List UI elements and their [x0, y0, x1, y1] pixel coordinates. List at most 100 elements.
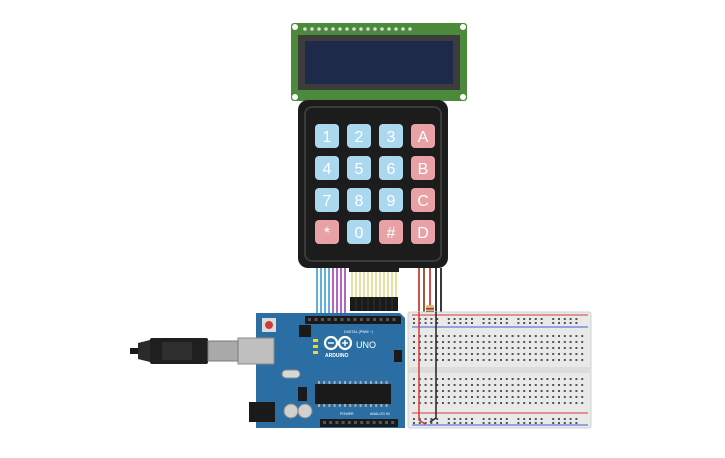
lcd-mount-hole	[460, 94, 466, 100]
chip-leg	[354, 404, 357, 407]
keypad-key-face[interactable]	[379, 156, 403, 180]
analog-pin[interactable]	[391, 421, 395, 424]
chip-leg	[338, 381, 341, 384]
capacitor	[283, 403, 299, 419]
lcd-pin[interactable]	[324, 27, 328, 31]
lcd-pin[interactable]	[394, 27, 398, 31]
chip-leg	[318, 381, 320, 384]
analog-pin[interactable]	[360, 421, 364, 424]
power-analog-header[interactable]	[320, 419, 398, 427]
digital-pin[interactable]	[386, 318, 389, 321]
digital-pin[interactable]	[327, 318, 331, 321]
arduino-logo-icon	[323, 335, 353, 351]
lcd-pin[interactable]	[310, 27, 314, 31]
keypad-key-face[interactable]	[411, 124, 435, 148]
lcd-pin[interactable]	[331, 27, 335, 31]
chip-leg	[359, 404, 362, 407]
analog-pin[interactable]	[329, 421, 333, 424]
wire-bundle[interactable]	[316, 268, 442, 319]
lcd-display[interactable]	[291, 23, 467, 101]
keypad-key-face[interactable]	[347, 220, 371, 244]
usb-plug-metal	[207, 340, 239, 362]
digital-pin[interactable]	[347, 318, 350, 321]
analog-pin[interactable]	[354, 421, 357, 424]
lcd-pin[interactable]	[401, 27, 405, 31]
lcd-pin[interactable]	[366, 27, 370, 31]
arduino-uno-board[interactable]: ARDUINO UNO DIGITAL (PWM ~) POWER ANALOG…	[237, 313, 405, 428]
reset-button-cap[interactable]	[265, 321, 273, 329]
keypad-key-label: A	[418, 129, 429, 146]
lcd-pin-header[interactable]	[303, 27, 412, 31]
digital-pin[interactable]	[392, 318, 396, 321]
keypad-key-face[interactable]	[347, 156, 371, 180]
keypad-key-face[interactable]	[315, 124, 339, 148]
keypad-key-D[interactable]: D	[411, 220, 435, 244]
keypad-key-A[interactable]: A	[411, 124, 435, 148]
digital-pin[interactable]	[373, 318, 376, 321]
lcd-pin[interactable]	[387, 27, 391, 31]
analog-pin[interactable]	[323, 421, 326, 424]
digital-header[interactable]	[305, 316, 401, 324]
digital-pin[interactable]	[334, 318, 337, 321]
lcd-pin[interactable]	[317, 27, 321, 31]
keypad-key-2[interactable]: 2	[347, 124, 371, 148]
keypad-key-3[interactable]: 3	[379, 124, 403, 148]
analog-pin[interactable]	[385, 421, 388, 424]
chip-leg	[323, 404, 326, 407]
keypad-key-label: 1	[323, 129, 332, 146]
keypad-key-9[interactable]: 9	[379, 188, 403, 212]
lcd-pin[interactable]	[359, 27, 363, 31]
lcd-pin[interactable]	[345, 27, 349, 31]
lcd-pin[interactable]	[373, 27, 377, 31]
keypad-key-B[interactable]: B	[411, 156, 435, 180]
keypad-key-1[interactable]: 1	[315, 124, 339, 148]
keypad-key-face[interactable]	[347, 188, 371, 212]
lcd-pin[interactable]	[352, 27, 356, 31]
digital-pin[interactable]	[379, 318, 383, 321]
keypad-key-face[interactable]	[379, 188, 403, 212]
microcontroller-chip	[315, 384, 391, 404]
lcd-pin[interactable]	[380, 27, 384, 31]
breadboard-holes[interactable]	[413, 318, 584, 424]
keypad-key-face[interactable]	[315, 156, 339, 180]
digital-pin[interactable]	[360, 318, 363, 321]
keypad-key-C[interactable]: C	[411, 188, 435, 212]
keypad-key-face[interactable]	[315, 188, 339, 212]
digital-pin[interactable]	[308, 318, 311, 321]
digital-pin[interactable]	[321, 318, 324, 321]
keypad-key-*[interactable]: *	[315, 220, 339, 244]
analog-pin[interactable]	[366, 421, 370, 424]
keypad-key-face[interactable]	[411, 188, 435, 212]
keypad-key-face[interactable]	[315, 220, 339, 244]
keypad-key-face[interactable]	[379, 124, 403, 148]
usb-cable[interactable]	[130, 338, 239, 364]
lcd-pin[interactable]	[303, 27, 307, 31]
breadboard[interactable]	[407, 311, 592, 429]
keypad-key-0[interactable]: 0	[347, 220, 371, 244]
keypad-key-5[interactable]: 5	[347, 156, 371, 180]
keypad-key-#[interactable]: #	[379, 220, 403, 244]
lcd-pin[interactable]	[338, 27, 342, 31]
digital-pin[interactable]	[314, 318, 318, 321]
keypad-key-face[interactable]	[411, 156, 435, 180]
chip-leg	[370, 404, 372, 407]
analog-pin[interactable]	[372, 421, 376, 424]
analog-pin[interactable]	[347, 421, 351, 424]
digital-pin[interactable]	[366, 318, 370, 321]
digital-pin[interactable]	[340, 318, 344, 321]
keypad-key-7[interactable]: 7	[315, 188, 339, 212]
keypad-key-face[interactable]	[347, 124, 371, 148]
digital-pin[interactable]	[353, 318, 357, 321]
keypad-key-6[interactable]: 6	[379, 156, 403, 180]
keypad-key-8[interactable]: 8	[347, 188, 371, 212]
lcd-pin[interactable]	[408, 27, 412, 31]
keypad-key-face[interactable]	[411, 220, 435, 244]
keypad-key-face[interactable]	[379, 220, 403, 244]
analog-pin[interactable]	[378, 421, 382, 424]
breadboard-channel	[408, 367, 591, 373]
analog-pin[interactable]	[341, 421, 345, 424]
keypad-key-4[interactable]: 4	[315, 156, 339, 180]
analog-pin[interactable]	[335, 421, 339, 424]
